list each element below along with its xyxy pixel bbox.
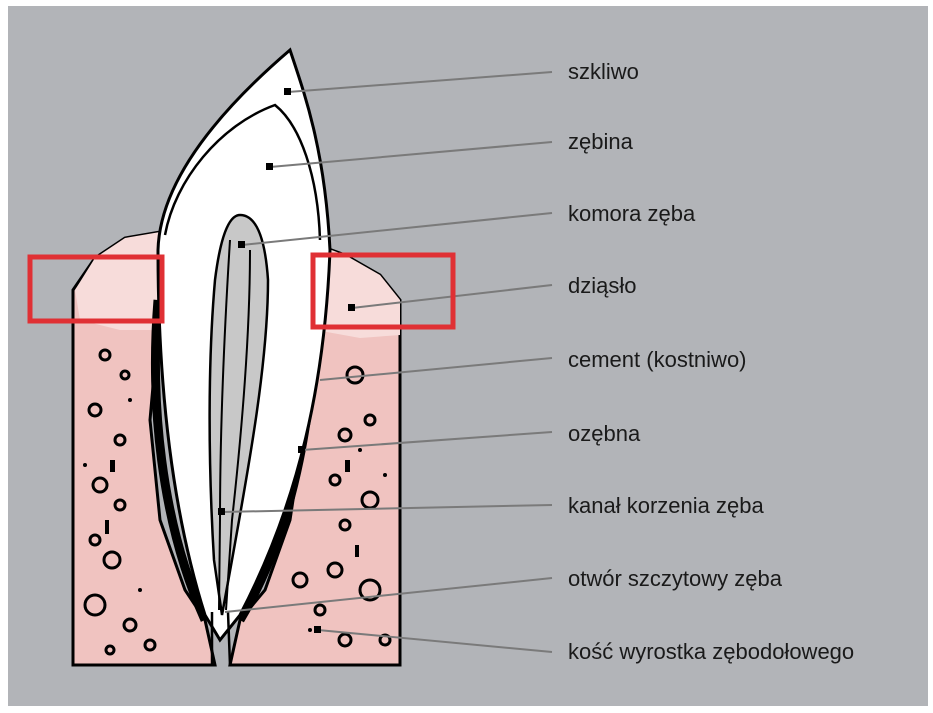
label-root-canal: kanał korzenia zęba <box>568 494 764 518</box>
label-apical-foramen: otwór szczytowy zęba <box>568 567 782 591</box>
label-periodontium: ozębna <box>568 422 640 446</box>
label-cementum: cement (kostniwo) <box>568 348 747 372</box>
label-alveolar-bone: kość wyrostka zębodołowego <box>568 640 854 664</box>
label-pulp-chamber: komora zęba <box>568 202 695 226</box>
label-gum: dziąsło <box>568 274 636 298</box>
label-enamel: szkliwo <box>568 60 639 84</box>
label-dentin: zębina <box>568 130 633 154</box>
